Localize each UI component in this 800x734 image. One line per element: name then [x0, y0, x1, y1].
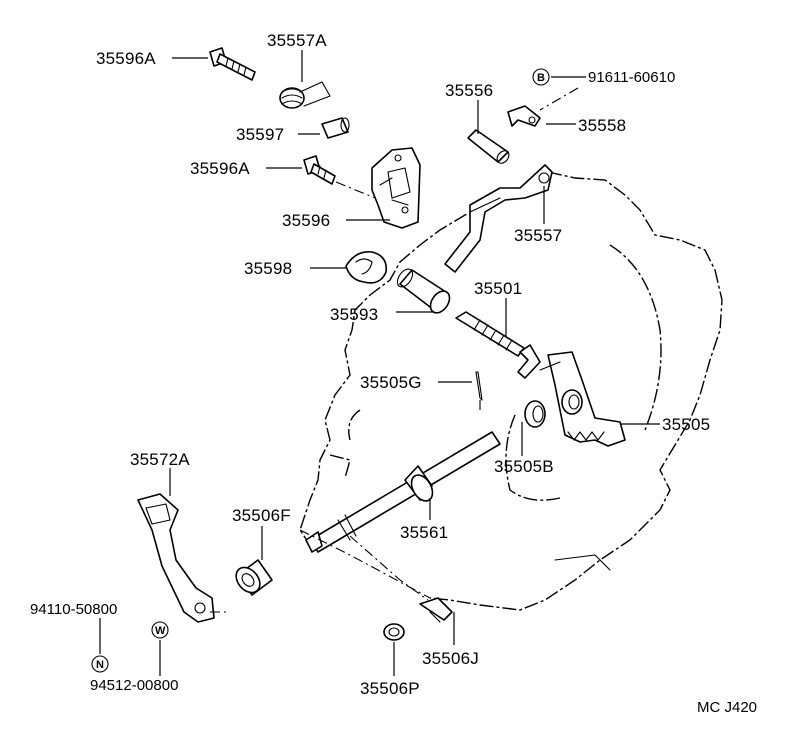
badge-n-letter: N	[96, 659, 104, 671]
lever-35572a	[137, 493, 215, 623]
label-35556: 35556	[445, 81, 493, 100]
cover-35506j	[419, 597, 453, 623]
detent-lever-35505	[539, 351, 626, 447]
label-35505b: 35505B	[494, 457, 554, 476]
oring-35506p	[383, 623, 405, 641]
label-35561: 35561	[400, 523, 448, 542]
shaft-35561	[305, 431, 501, 553]
seal-35506f	[235, 559, 273, 596]
label-35506j: 35506J	[422, 649, 479, 668]
bushing-35505b	[524, 400, 546, 428]
label-94512-00800: 94512-00800	[90, 677, 178, 694]
spring-35557a	[279, 50, 331, 109]
lever-35557	[444, 164, 553, 273]
label-35505g: 35505G	[360, 373, 422, 392]
label-35596a-mid: 35596A	[190, 159, 250, 178]
label-35501: 35501	[474, 279, 522, 298]
sleeve-35593	[396, 268, 451, 314]
label-35597: 35597	[236, 125, 284, 144]
badge-n: N	[91, 655, 109, 673]
label-35505: 35505	[662, 415, 710, 434]
label-35596a-top: 35596A	[96, 49, 156, 68]
label-35506p: 35506P	[360, 679, 420, 698]
label-35598: 35598	[244, 259, 292, 278]
clip-35558	[507, 105, 541, 127]
badge-b-letter: B	[537, 72, 545, 84]
rod-35501	[455, 311, 541, 379]
bracket-35596	[371, 147, 421, 229]
pin-35597	[321, 117, 350, 139]
label-35506f: 35506F	[232, 506, 291, 525]
bushing-35598	[345, 250, 388, 284]
pin-35556	[467, 129, 510, 164]
label-91611-60610: 91611-60610	[588, 69, 675, 86]
pin-35505g	[475, 371, 483, 401]
bolt-35596a-top	[209, 47, 256, 81]
label-35557a: 35557A	[267, 31, 327, 50]
bolt-35596a-mid	[303, 155, 336, 185]
label-35596: 35596	[282, 211, 330, 230]
label-35572a: 35572A	[130, 450, 190, 469]
badge-w: W	[151, 621, 169, 639]
badge-w-letter: W	[155, 625, 166, 637]
badge-b: B	[532, 68, 550, 86]
label-94110-50800: 94110-50800	[30, 601, 117, 618]
diagram-code: MC J420	[697, 699, 757, 716]
label-35593: 35593	[330, 305, 378, 324]
label-35557: 35557	[514, 226, 562, 245]
transaxle-case-outline	[299, 171, 723, 611]
label-35558: 35558	[578, 116, 626, 135]
